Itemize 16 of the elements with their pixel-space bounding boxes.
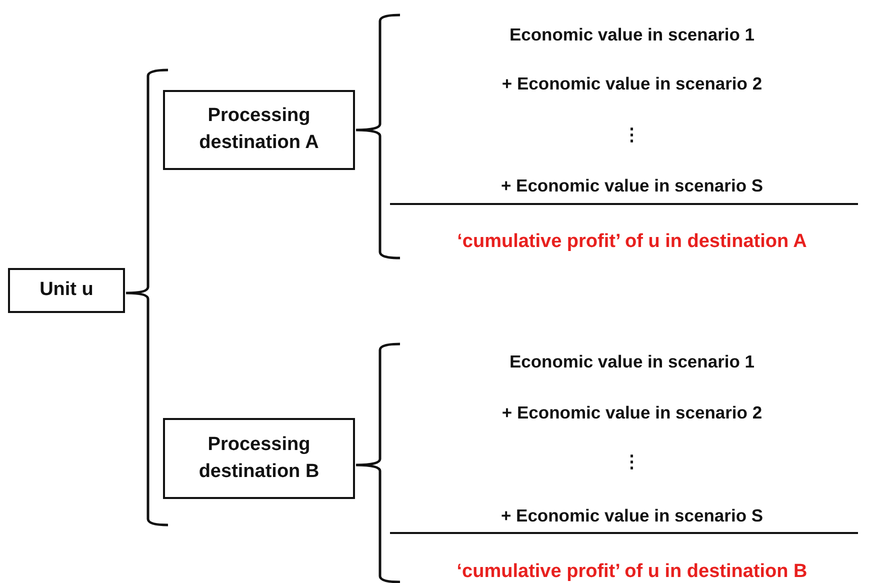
- process-box: [163, 90, 355, 170]
- formula-term: Economic value in scenario 1: [509, 352, 755, 372]
- result-text: ‘cumulative profit’ of u in destination B: [456, 561, 808, 583]
- process-box: [8, 268, 125, 313]
- process-box: [163, 418, 355, 499]
- node-label: Processing destination B: [198, 432, 320, 484]
- formula-term: + Economic value in scenario 2: [502, 402, 762, 424]
- vertical-ellipsis: ⋮: [623, 452, 641, 472]
- result-text: ‘cumulative profit’ of u in destination A: [457, 231, 807, 253]
- formula-term: + Economic value in scenario S: [500, 176, 764, 196]
- formula-term: + Economic value in scenario 2: [502, 74, 762, 94]
- node-label: Processing destination A: [198, 104, 320, 155]
- node-label: Unit u: [40, 278, 94, 302]
- vertical-ellipsis: ⋮: [623, 124, 641, 146]
- formula-term: + Economic value in scenario S: [500, 506, 764, 526]
- formula-term: Economic value in scenario 1: [509, 24, 755, 46]
